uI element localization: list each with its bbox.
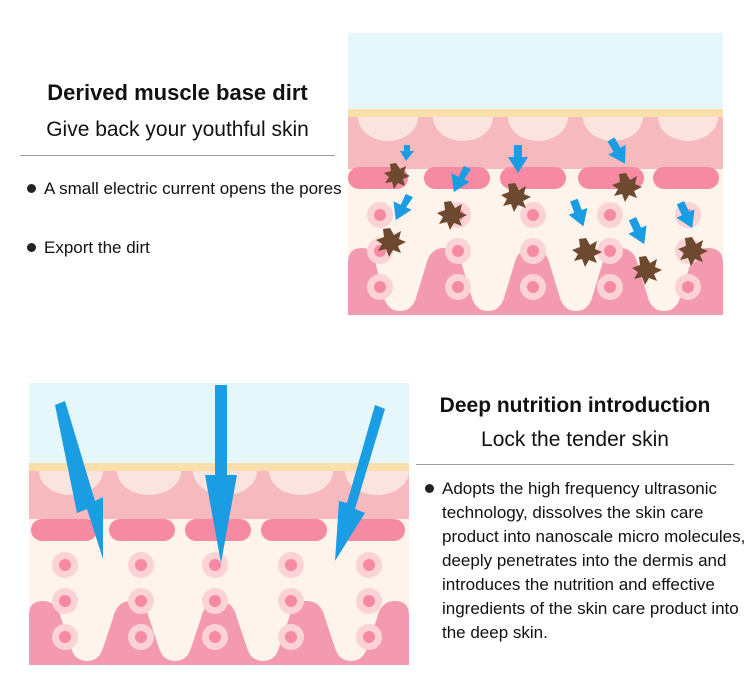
section1-title: Derived muscle base dirt — [47, 80, 308, 105]
upward-arrows — [393, 137, 695, 245]
section1-bullet-pores: A small electric current opens the pores — [24, 174, 344, 203]
nutrition-illustration — [29, 383, 409, 665]
section1-bullet-dirt: Export the dirt — [24, 233, 344, 262]
section1-divider — [20, 155, 335, 156]
section2-subtitle: Lock the tender skin — [481, 428, 669, 451]
section1-subtitle: Give back your youthful skin — [46, 118, 309, 141]
section2-title: Deep nutrition introduction — [439, 394, 711, 417]
section2-divider — [416, 464, 734, 465]
dirt-particles — [376, 163, 708, 285]
dirt-export-illustration — [348, 33, 723, 315]
downward-arrows — [55, 385, 385, 563]
section2-bullet-ultrasonic: Adopts the high frequency ultrasonic tec… — [422, 477, 750, 645]
